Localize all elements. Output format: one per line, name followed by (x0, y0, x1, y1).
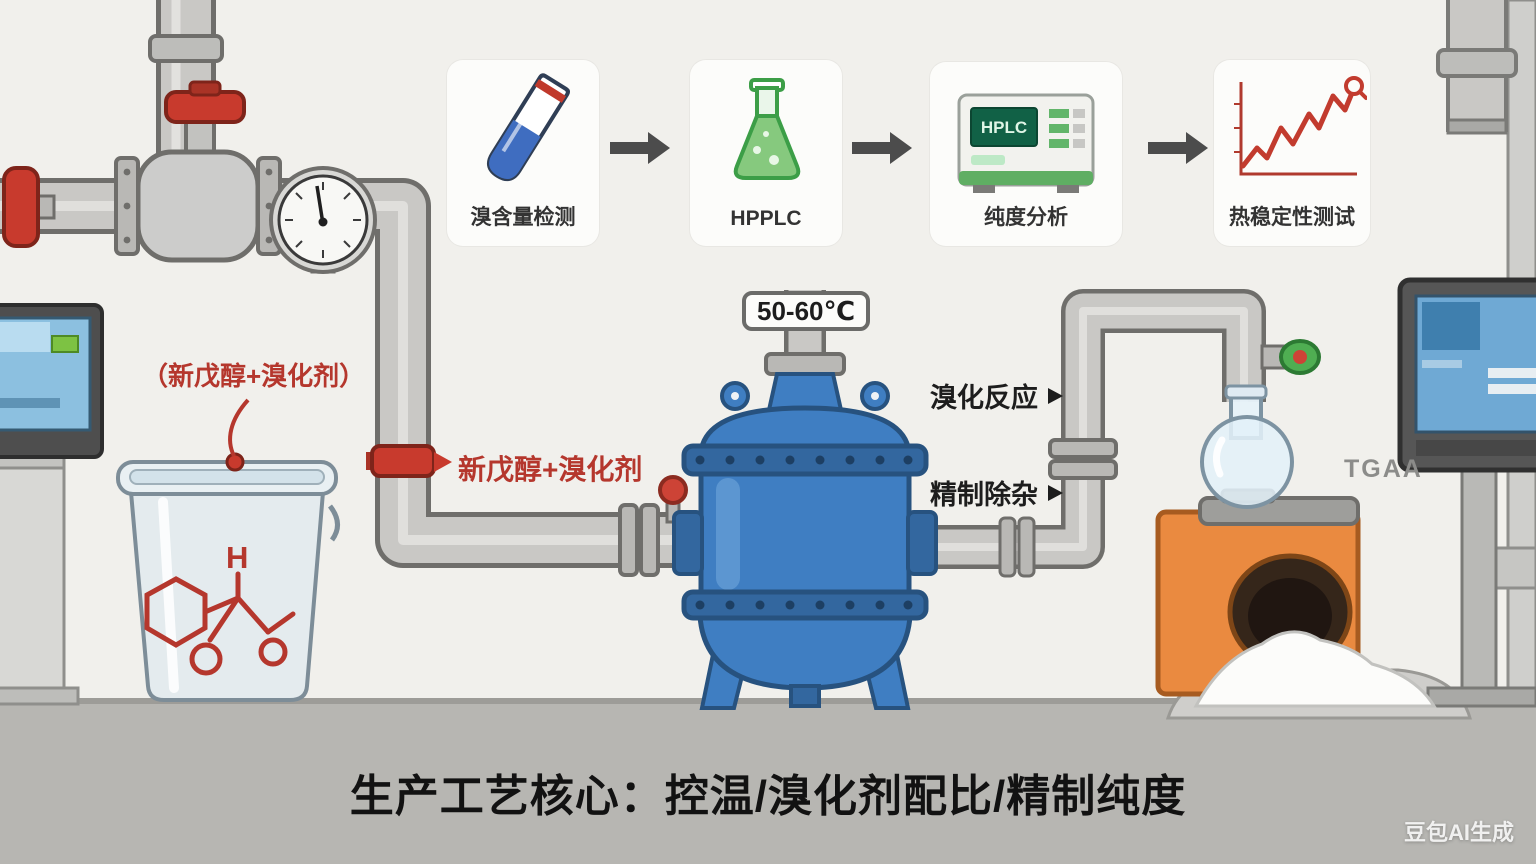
right-monitor (1397, 277, 1536, 708)
refining-step-label: 精制除杂 (930, 473, 1063, 512)
bucket-feed-label: （新戊醇+溴化剂） (142, 361, 366, 391)
flow-arrow-icon (608, 128, 672, 173)
flow-arrow-icon (1146, 128, 1210, 173)
card-hplc: HPPLC (690, 60, 842, 246)
pressure-gauge (269, 166, 377, 274)
temperature-value: 50-60℃ (757, 295, 855, 326)
pointer-arrow-icon (1048, 387, 1063, 404)
reactor-vessel (672, 352, 938, 710)
reactor-right-nozzle (906, 510, 938, 576)
page-title: 生产工艺核心：控温/溴化剂配比/精制纯度 (349, 772, 1187, 821)
pipe-coupling (148, 34, 224, 63)
powder-pile (1193, 630, 1437, 708)
card-label: HPPLC (730, 207, 802, 230)
left-monitor (0, 303, 104, 459)
monitor-pole (1460, 458, 1498, 702)
feed-bucket (116, 452, 340, 702)
hplc-machine-icon: HPLC (930, 70, 1122, 202)
oxygen-atom (189, 642, 223, 676)
hplc-screen-text: HPLC (981, 118, 1027, 137)
temperature-sign: 50-60℃ (742, 291, 870, 331)
monitor-base (1426, 686, 1536, 708)
floor (0, 698, 1536, 864)
pointer-arrow-icon (1048, 484, 1063, 501)
pipe-feed-label: 新戊醇+溴化剂 (458, 454, 643, 485)
valve-body (135, 149, 261, 263)
bucket-label-pointer (228, 398, 250, 457)
test-tube-icon (447, 68, 599, 200)
floor-edge (0, 698, 1536, 704)
flask-icon (690, 68, 842, 200)
card-label: 热稳定性测试 (1229, 206, 1355, 229)
flow-arrow-icon (850, 128, 914, 173)
reactor-left-nozzle (672, 510, 704, 576)
inlet-flange (618, 503, 660, 577)
molecule-structure (144, 571, 296, 676)
round-flask (1200, 384, 1294, 509)
bucket-handle (327, 504, 340, 542)
tga-label: TGAA (1344, 455, 1423, 483)
card-thermal-stability: 热稳定性测试 (1214, 60, 1370, 246)
bromination-step-label: 溴化反应 (930, 376, 1063, 415)
watermark: 豆包AI生成 (1403, 820, 1514, 845)
card-label: 纯度分析 (984, 206, 1068, 229)
top-right-pipe (1436, 0, 1518, 135)
main-valve (114, 80, 282, 263)
bucket-port (225, 452, 245, 472)
bromination-text: 溴化反应 (930, 383, 1038, 413)
pipe-end-handle (2, 166, 56, 248)
oxygen-atom (258, 637, 288, 667)
pipe-clamp (366, 444, 452, 478)
right-pipe-fittings (998, 339, 1321, 578)
card-bromine-content-test: 溴含量检测 (447, 60, 599, 246)
refining-text: 精制除杂 (930, 480, 1038, 510)
card-label: 溴含量检测 (470, 206, 576, 229)
hydrogen-atom-label: H (226, 540, 249, 575)
left-pedestal (0, 450, 80, 706)
chart-icon (1214, 68, 1370, 200)
card-purity-analysis: HPLC 纯度分析 (930, 62, 1122, 246)
green-indicator (51, 335, 79, 353)
